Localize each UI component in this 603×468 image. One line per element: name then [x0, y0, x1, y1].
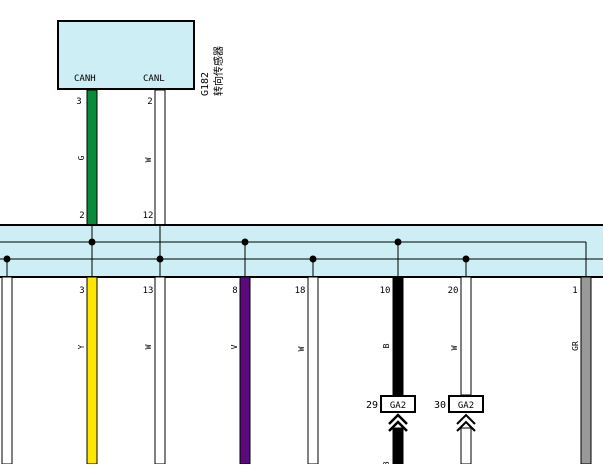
splice-dot: [3, 255, 11, 263]
wire-w13: [154, 276, 166, 465]
connector-box: [448, 395, 484, 413]
splice-dot: [394, 238, 402, 246]
connector-chevron: [388, 420, 408, 432]
lower-wire-b: 10 B B: [380, 276, 404, 466]
upper-wire-canh: 3 2 G: [76, 89, 98, 226]
connector-ga2-30: 30 GA2: [434, 395, 484, 432]
connector-number: 30: [434, 400, 446, 411]
wire-b-upper: [392, 276, 404, 396]
pin-label: 10: [380, 286, 391, 296]
sensor-name: 转向传感器: [212, 46, 225, 96]
pin-label: 12: [143, 211, 154, 221]
splice-dot: [309, 255, 317, 263]
connector-chevron: [388, 413, 408, 425]
connector-label: GA2: [390, 401, 406, 411]
splice-dot: [88, 238, 96, 246]
sensor-code: G182: [200, 72, 211, 96]
splice-dot: [156, 255, 164, 263]
connector-box: [380, 395, 416, 413]
wire-w20-upper: [460, 276, 472, 396]
wire-w18: [307, 276, 319, 465]
connector-ga2-29: 29 GA2: [366, 395, 416, 432]
splice-dot: [241, 238, 249, 246]
pin-label: 1: [572, 286, 577, 296]
wire-color-code: GR: [571, 341, 580, 351]
pin-label: 2: [147, 97, 152, 107]
sensor-pin-canh-label: CANH: [74, 74, 96, 84]
wire-color-code: W: [297, 346, 306, 351]
pin-label: 8: [232, 286, 237, 296]
wire-color-code: W: [144, 344, 153, 349]
wire-color-code: B: [382, 343, 391, 348]
pin-label: 2: [79, 211, 84, 221]
wire-color-code: W: [450, 345, 459, 350]
upper-wire-canl: 2 12 W: [143, 89, 166, 226]
lower-wire-gr: 1 GR: [571, 276, 592, 465]
wire-color-code: V: [230, 344, 239, 349]
sensor-pin-canl-label: CANL: [143, 74, 165, 84]
pin-label: 3: [76, 97, 81, 107]
wire-b-lower: [392, 427, 404, 465]
wire-gr: [580, 276, 592, 465]
lower-wire-v: 8 V: [230, 276, 251, 465]
splice-dot: [462, 255, 470, 263]
wire-v: [239, 276, 251, 465]
wire-color-code: G: [77, 155, 86, 160]
wire-y: [86, 276, 98, 465]
pin-label: 20: [448, 286, 459, 296]
wire-left-partial: [1, 276, 13, 465]
connector-chevron: [456, 413, 476, 425]
lower-wire-w20: 20 W: [448, 276, 472, 465]
lower-wire-w18: 18 W: [295, 276, 319, 465]
sensor-component: CANH CANL: [57, 20, 195, 90]
sensor-box: [57, 20, 195, 90]
wire-color-code: W: [144, 157, 153, 162]
pin-label: 18: [295, 286, 306, 296]
connector-number: 29: [366, 400, 378, 411]
connector-chevron: [456, 420, 476, 432]
lower-wire-w13: 13 W: [143, 276, 166, 465]
sensor-name-group: 转向传感器: [212, 46, 225, 96]
pin-label: 13: [143, 286, 154, 296]
can-bus-box: [0, 224, 603, 278]
wire-color-code: Y: [77, 344, 86, 349]
sensor-code-group: G182: [200, 72, 211, 96]
wire-canh: [86, 89, 98, 226]
pin-label: 3: [79, 286, 84, 296]
lower-wire-y: 3 Y: [77, 276, 98, 465]
wire-w20-lower: [460, 427, 472, 465]
connector-label: GA2: [458, 401, 474, 411]
wire-canl: [154, 89, 166, 226]
bus-rect: [0, 224, 603, 278]
